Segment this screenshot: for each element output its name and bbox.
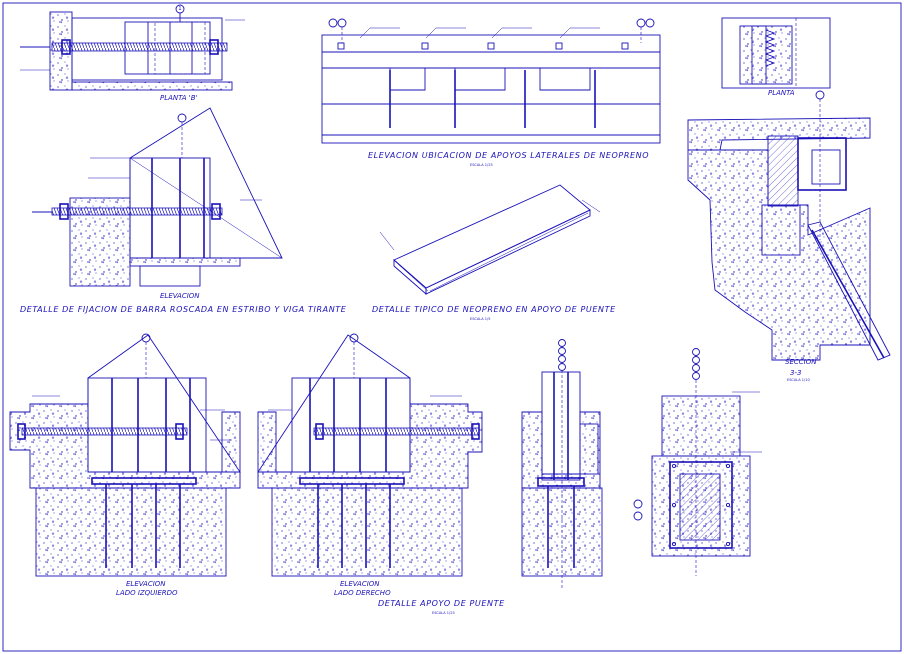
title-elevacion-small: ELEVACION (160, 292, 200, 300)
apoyo-section-a-view (521, 339, 603, 590)
neopreno-iso-view (379, 184, 601, 295)
elevacion-izquierdo-view (9, 333, 241, 577)
title-detalle-fijacion: DETALLE DE FIJACION DE BARRA ROSCADA EN … (20, 305, 347, 314)
title-planta-right: PLANTA (768, 89, 795, 97)
scale-apoyo: ESCALA 1/25 (432, 611, 455, 615)
title-elevacion-der: ELEVACION (340, 580, 380, 588)
seccion-code: 3-3 (790, 369, 801, 377)
elevacion-derecho-view (257, 333, 483, 577)
elevacion-ubicacion-view (321, 18, 661, 144)
planta-b-view: 1 (20, 4, 245, 91)
title-lado-der: LADO DERECHO (334, 589, 391, 597)
planta-right-view (721, 17, 831, 89)
scale-neopreno: ESCALA 1/5 (470, 317, 490, 321)
title-elevacion-izq: ELEVACION (126, 580, 166, 588)
title-elevacion-ubicacion: ELEVACION UBICACION DE APOYOS LATERALES … (368, 151, 649, 160)
svg-text:1: 1 (178, 6, 181, 12)
title-detalle-neopreno: DETALLE TIPICO DE NEOPRENO EN APOYO DE P… (372, 305, 616, 314)
title-lado-izq: LADO IZQUIERDO (116, 589, 178, 597)
title-seccion: SECCION (785, 358, 817, 366)
seccion-view (687, 90, 891, 361)
apoyo-section-b-view (633, 348, 762, 576)
scale-seccion: ESCALA 1/10 (787, 378, 810, 382)
scale-elevacion-ubicacion: ESCALA 1/25 (470, 163, 493, 167)
title-planta-b: PLANTA 'B' (160, 94, 198, 102)
detalle-fijacion-view (32, 107, 283, 287)
title-detalle-apoyo: DETALLE APOYO DE PUENTE (378, 599, 505, 608)
